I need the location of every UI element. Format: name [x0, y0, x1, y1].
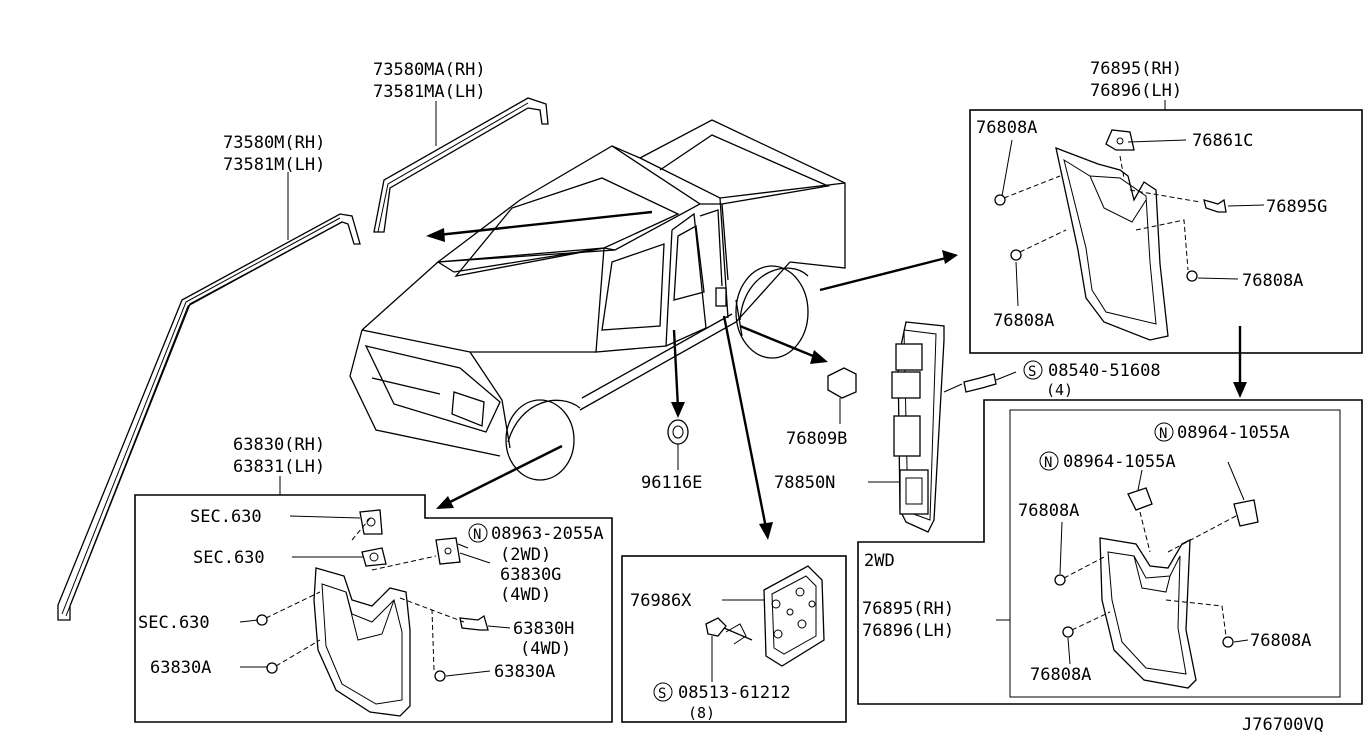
label-4wd-b: (4WD)	[520, 639, 571, 659]
roof-molding-long	[57, 213, 361, 621]
circle-symbols	[468, 360, 1174, 702]
label-73581m: 73581M(LH)	[223, 155, 325, 175]
label-76808a-2: 76808A	[1242, 271, 1303, 291]
label-2wd-box: 2WD	[864, 551, 895, 571]
label-08963: 08963-2055A	[491, 524, 604, 544]
label-78850n: 78850N	[774, 473, 835, 493]
label-76861c: 76861C	[1192, 131, 1253, 151]
label-sec630-3: SEC.630	[138, 613, 210, 633]
leader-lines	[239, 100, 1265, 682]
label-96116e: 96116E	[641, 473, 702, 493]
label-08964-b: 08964-1055A	[1063, 452, 1176, 472]
grommet-96116e	[667, 419, 689, 445]
bracket-76986x-group	[621, 555, 847, 723]
mud-guard-2wd-group	[857, 399, 1363, 705]
label-08513: 08513-61212	[678, 683, 791, 703]
label-63830a-right: 63830A	[494, 662, 555, 682]
label-76808a-1: 76808A	[976, 118, 1037, 138]
label-76896-top: 76896(LH)	[1090, 81, 1182, 101]
mud-guard-front-group	[134, 494, 613, 723]
label-76895g: 76895G	[1266, 197, 1327, 217]
circle-n-08964-b: N	[1044, 455, 1052, 471]
pointer-arrows	[426, 210, 1247, 540]
label-08964-a: 08964-1055A	[1177, 423, 1290, 443]
pickup-truck-drawing	[349, 119, 846, 481]
circle-n-08963: N	[473, 527, 481, 543]
label-76808a-4: 76808A	[1018, 501, 1079, 521]
label-63830h: 63830H	[513, 619, 574, 639]
label-73580m: 73580M(RH)	[223, 133, 325, 153]
label-76986x: 76986X	[630, 591, 692, 611]
label-08513-qty: (8)	[688, 704, 715, 722]
circle-s-08540: S	[1028, 364, 1036, 380]
label-76808a-6: 76808A	[1030, 665, 1091, 685]
label-63830g: 63830G	[500, 565, 561, 585]
clip-76809b	[827, 367, 857, 399]
label-76808a-5: 76808A	[1250, 631, 1311, 651]
label-73580ma: 73580MA(RH)	[373, 60, 486, 80]
circle-s-08513: S	[658, 686, 666, 702]
label-63830a-left: 63830A	[150, 658, 211, 678]
label-63831: 63831(LH)	[233, 457, 325, 477]
diagram-code: J76700VQ	[1242, 715, 1324, 735]
label-76895-bot: 76895(RH)	[862, 599, 954, 619]
part-labels: 73580MA(RH) 73581MA(LH) 73580M(RH) 73581…	[138, 59, 1327, 735]
splash-guard-panel	[891, 321, 1017, 533]
label-08540-qty: (4)	[1046, 381, 1073, 399]
label-08540: 08540-51608	[1048, 361, 1161, 381]
label-76895-top: 76895(RH)	[1090, 59, 1182, 79]
label-sec630-1: SEC.630	[190, 507, 262, 527]
label-73581ma: 73581MA(LH)	[373, 82, 486, 102]
mud-guard-4wd-group	[969, 109, 1363, 354]
circle-n-08964-a: N	[1159, 426, 1167, 442]
label-4wd-a: (4WD)	[500, 585, 551, 605]
label-76808a-3: 76808A	[993, 311, 1054, 331]
label-76896-bot: 76896(LH)	[862, 621, 954, 641]
label-sec630-2: SEC.630	[193, 548, 265, 568]
label-2wd-a: (2WD)	[500, 545, 551, 565]
label-63830: 63830(RH)	[233, 435, 325, 455]
label-76809b: 76809B	[786, 429, 847, 449]
roof-molding-short	[373, 97, 549, 233]
